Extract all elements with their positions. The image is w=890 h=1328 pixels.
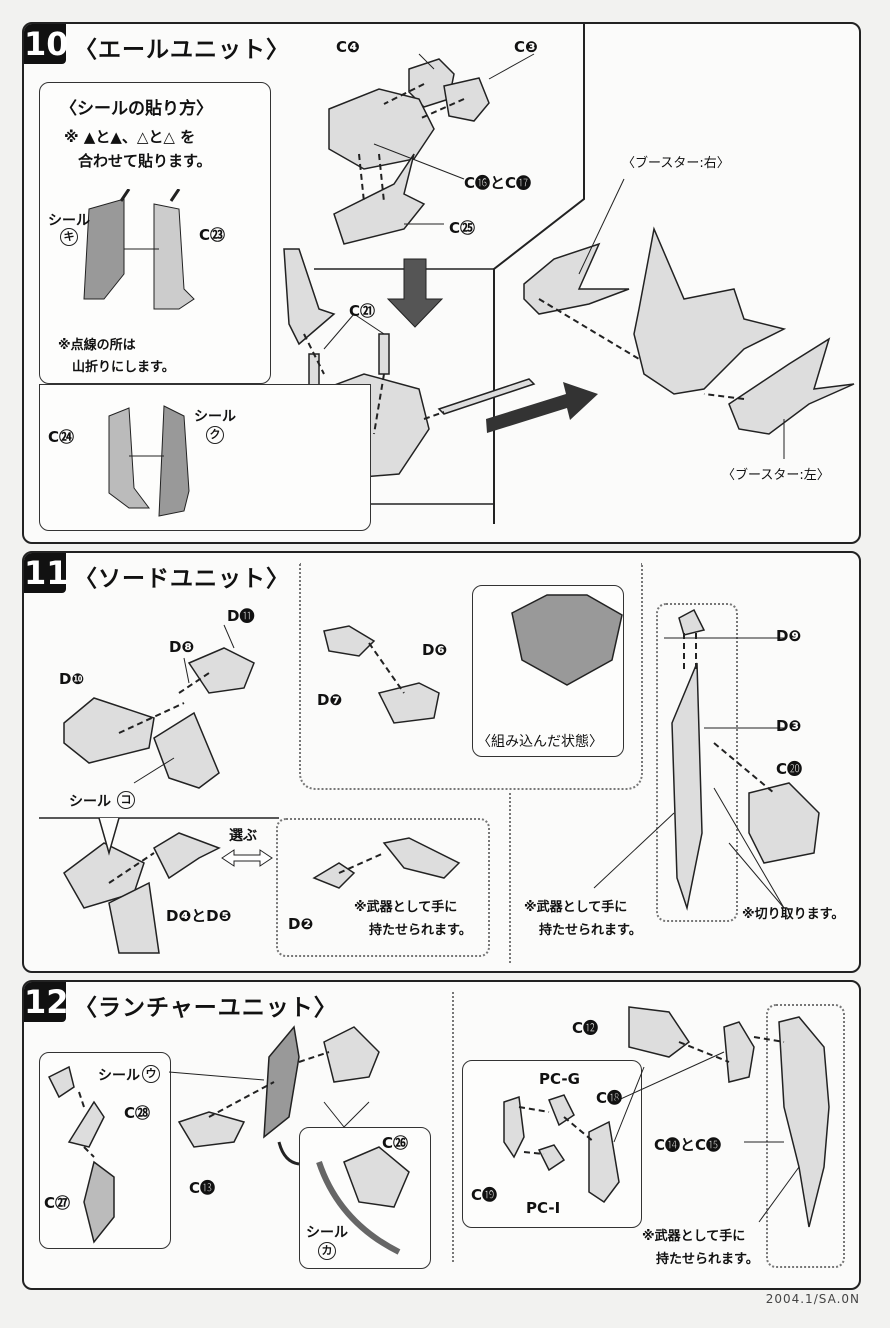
part-c13-label: C⓭ [189,1179,216,1197]
launcher-dotted-box [766,1004,845,1268]
part-d7-label: D❼ [317,691,343,709]
choose-label: 選ぶ [229,828,257,844]
assembled-state-label: 〈組み込んだ状態〉 [477,734,603,750]
sticker-ku-illustration [108,405,190,517]
part-pci-label: PC-I [526,1199,561,1217]
step-12-panel: 12 〈ランチャーユニット〉 [22,980,861,1290]
footer-code: 2004.1/SA.0N [765,1292,860,1306]
seal-ku-mark: ク [206,426,224,444]
fold-note-line2: 山折りにします。 [72,360,175,375]
step-title: 〈ソードユニット〉 [74,566,290,592]
part-d10-label: D❿ [59,670,85,688]
step-number: 10 [24,24,69,64]
part-d8-label: D❽ [169,638,195,656]
part-c3-label: C❸ [514,38,538,56]
seal-ko-mark: コ [117,791,135,809]
part-d6-label: D❻ [422,641,448,659]
part-d3-label: D❸ [776,717,802,735]
step-10-panel: 10 〈エールユニット〉 [22,22,861,544]
d2-dotted-box [276,818,490,957]
step-11-illustration [39,594,820,954]
part-d2-label: D❷ [288,915,314,933]
part-d11-label: D⓫ [227,607,255,625]
step-title: 〈ランチャーユニット〉 [74,995,338,1021]
weapon-note2-line1: ※武器として手に [524,900,628,915]
seal-ki-mark: キ [60,228,78,246]
seal-ka-label: シール [306,1225,348,1241]
seal-ku-label: シール [194,409,236,425]
weapon-note-line1: ※武器として手に [642,1229,746,1244]
part-d9-label: D❾ [776,627,802,645]
seal-ka-mark: カ [318,1242,336,1260]
weapon-note-line2: 持たせられます。 [656,1252,759,1267]
part-c16-c17-label: C⓰とC⓱ [464,174,532,192]
seal-u-label: シール [98,1068,140,1084]
step-number: 11 [24,553,69,593]
part-c12-label: C⓬ [572,1019,599,1037]
sticker-ki-illustration [83,189,195,310]
sticker-box-title: 〈シールの貼り方〉 [60,99,213,119]
part-pcg-label: PC-G [539,1070,580,1088]
step-11-dotted-frame [299,563,643,790]
part-c14-c15-label: C⓮とC⓯ [654,1136,722,1154]
sticker-note-line1: ※ ▲と▲、△と△ を [64,128,196,146]
vertical-divider [452,992,454,1262]
part-c25-label: C㉕ [449,219,476,237]
part-c27-label: C㉗ [44,1194,71,1212]
part-c26-label: C㉖ [382,1134,409,1152]
part-c4-label: C❹ [336,38,360,56]
part-c18-label: C⓲ [596,1089,623,1107]
booster-left-label: 〈ブースター:左〉 [722,468,830,483]
fold-note-line1: ※点線の所は [58,338,136,353]
part-c28-label: C㉘ [124,1104,151,1122]
weapon-note-line2: 持たせられます。 [369,923,472,938]
step-title: 〈エールユニット〉 [74,37,290,63]
part-c20-label: C⓴ [776,760,803,778]
cut-note: ※切り取ります。 [742,907,845,922]
part-c24-label: C㉔ [48,428,75,446]
weapon-note-line1: ※武器として手に [354,900,458,915]
step-number: 12 [24,982,69,1022]
part-c21-label: C㉑ [349,302,376,320]
seal-u-mark: ウ [142,1065,160,1083]
booster-right-label: 〈ブースター:右〉 [622,156,730,171]
part-d4-d5-label: D❹とD❺ [166,907,232,925]
sticker-note-line2: 合わせて貼ります。 [78,152,212,170]
vertical-divider [509,793,511,963]
part-c23-label: C㉓ [199,226,226,244]
sticker-instruction-box-lower [39,384,371,531]
part-c19-label: C⓳ [471,1186,498,1204]
step-11-panel: 11 〈ソードユニット〉 [22,551,861,973]
seal-ko-label: シール [69,794,111,810]
step-12-illustration [47,1006,830,1255]
weapon-note2-line2: 持たせられます。 [539,923,642,938]
seal-ki-label: シール [48,213,90,229]
